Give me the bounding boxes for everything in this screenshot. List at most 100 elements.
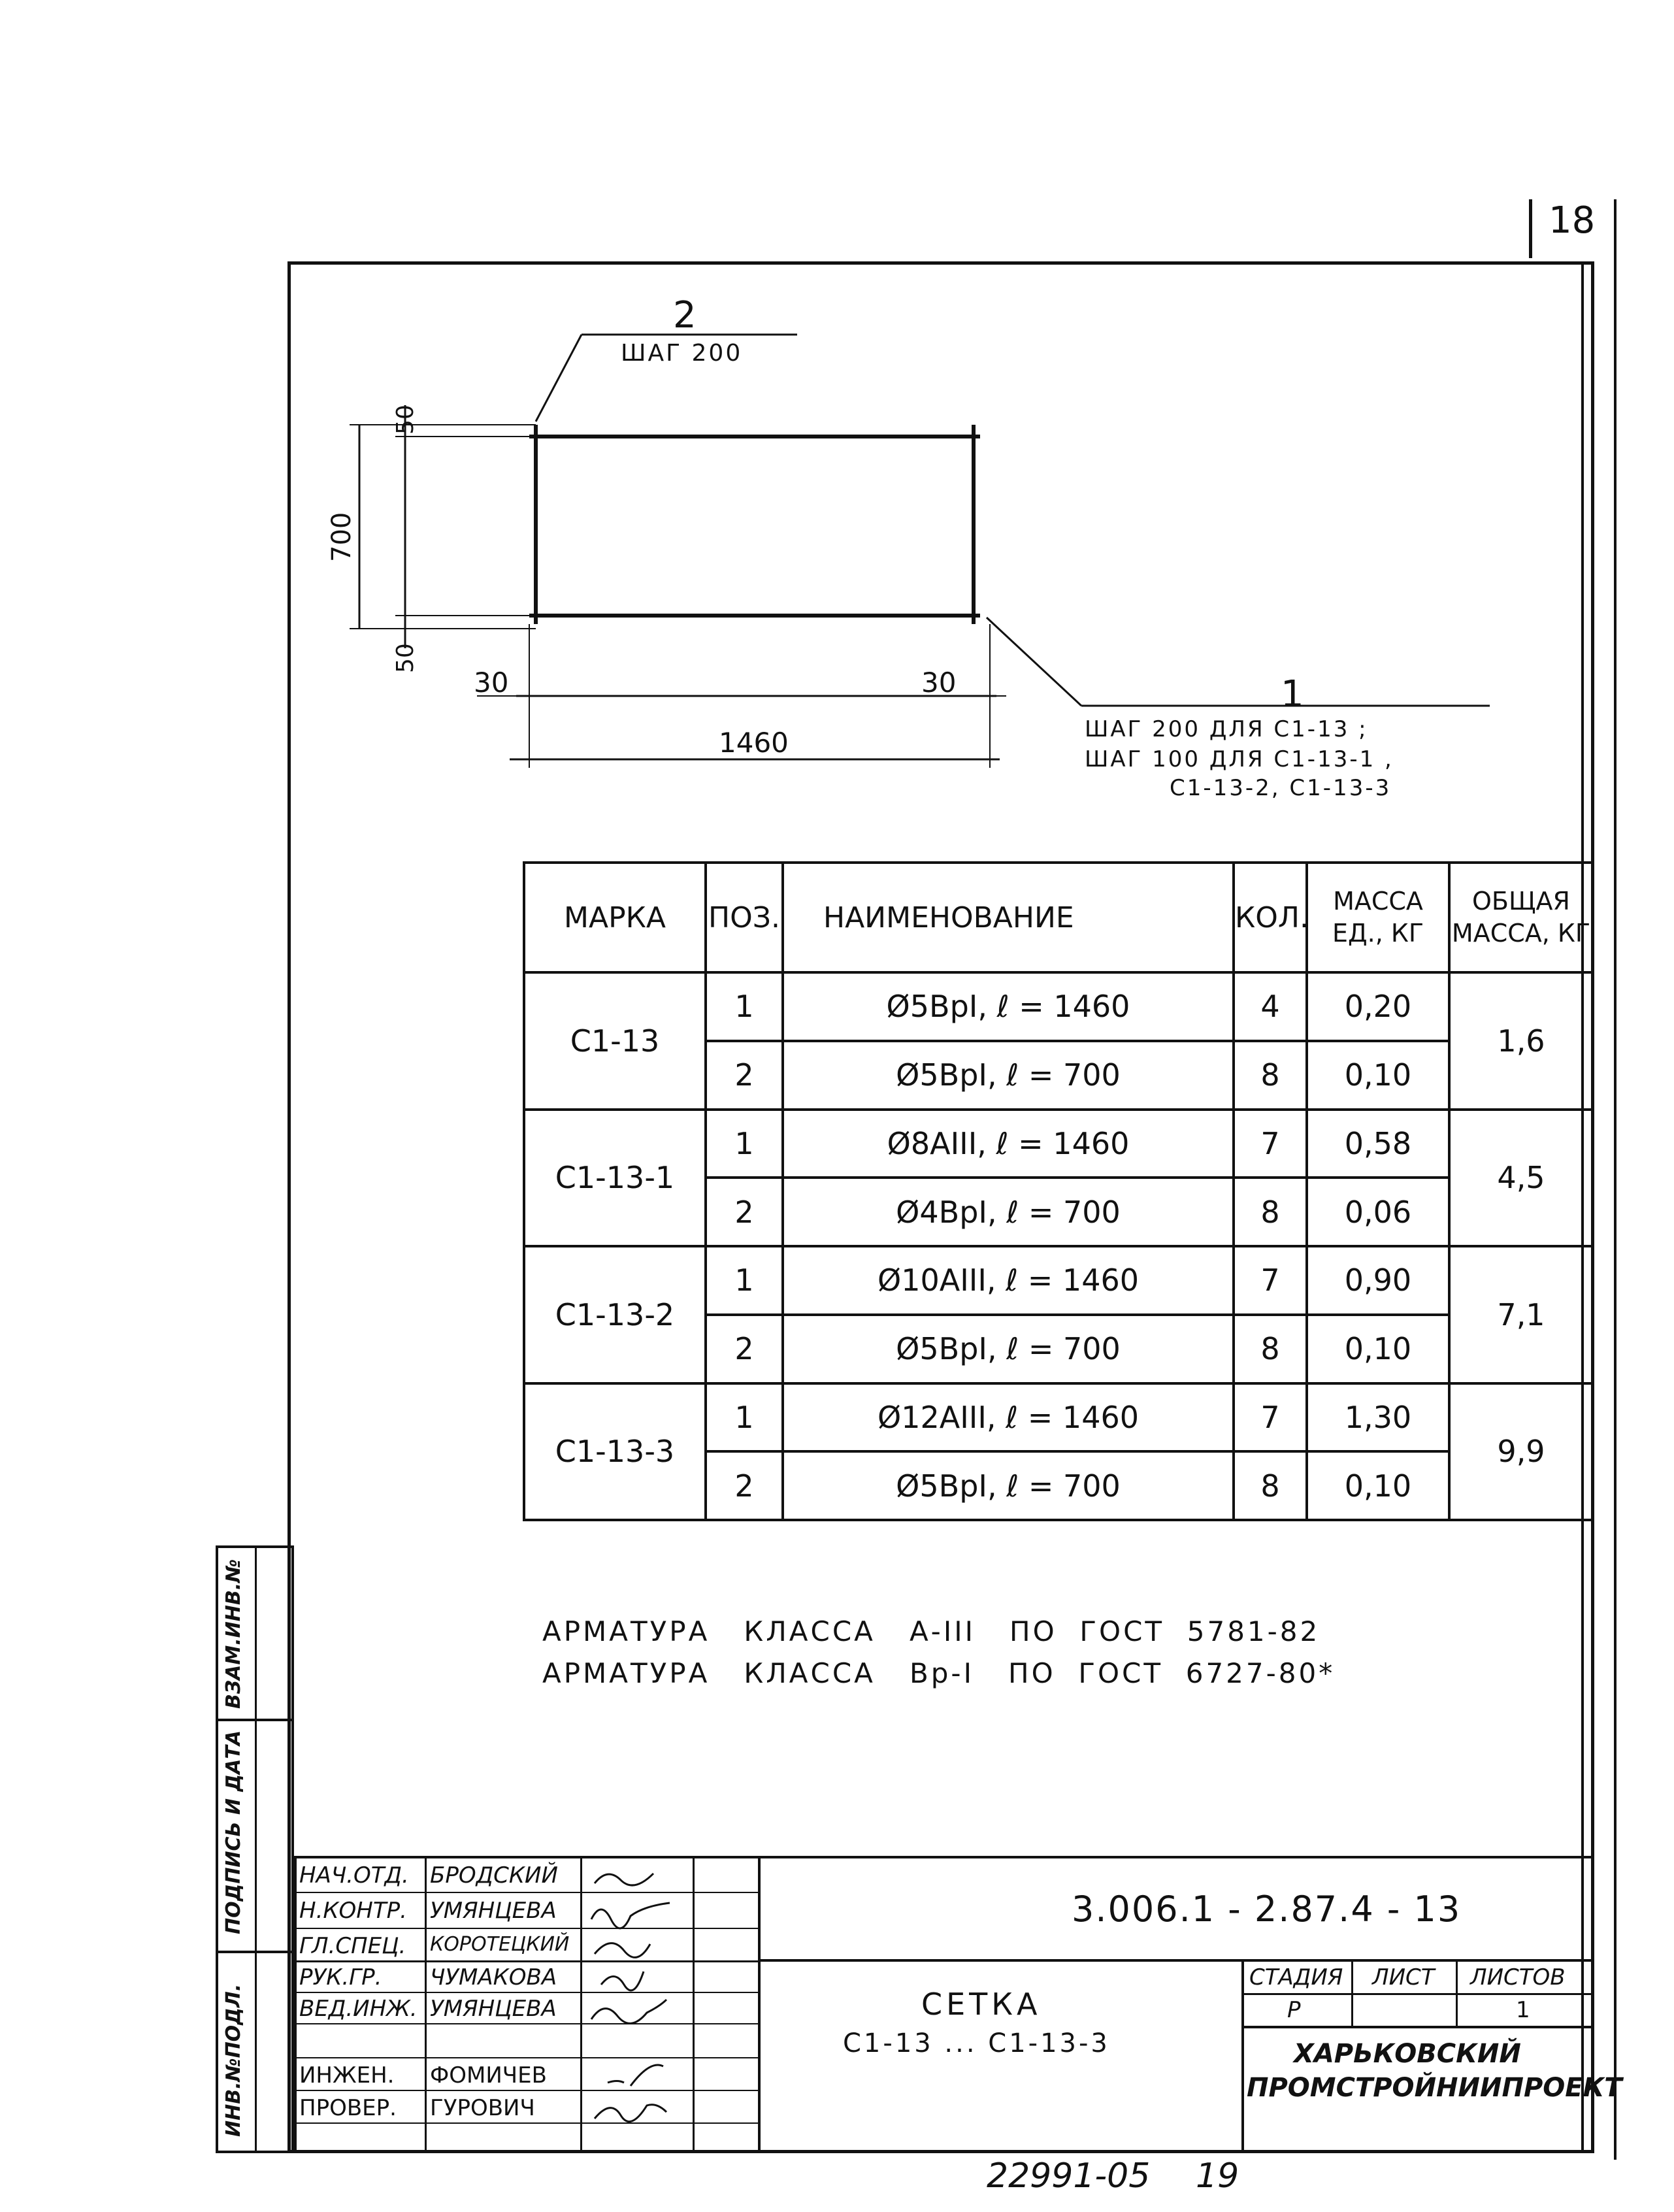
sig-row-line [294, 2023, 758, 2024]
cell-mass: 0,20 [1305, 971, 1451, 1042]
header-marka: МАРКА [523, 861, 707, 974]
header-poz: ПОЗ. [704, 861, 784, 974]
sig-role: ИНЖЕН. [299, 2062, 395, 2088]
sig-name: ГУРОВИЧ [430, 2095, 535, 2121]
sig-role: ГЛ.СПЕЦ. [299, 1933, 406, 1959]
cell-poz: 1 [704, 1245, 784, 1316]
table-row: 2 Ø4ВрI, ℓ = 700 8 0,06 [524, 1177, 1593, 1247]
stage-header: СТАДИЯ [1249, 1964, 1343, 1990]
dim-30-left: 30 [474, 667, 509, 699]
cell-name: Ø5ВрI, ℓ = 1460 [781, 971, 1235, 1042]
cell-marka: С1-13-1 [523, 1108, 707, 1247]
cell-name: Ø8АIII, ℓ = 1460 [781, 1108, 1235, 1180]
cell-total: 4,5 [1448, 1108, 1594, 1247]
cell-poz: 2 [704, 1451, 784, 1521]
cell-kol: 8 [1232, 1451, 1308, 1521]
table-row: С1-13-3 1 Ø12АIII, ℓ = 1460 7 1,30 9,9 [523, 1381, 1594, 1521]
tb-title-divider [1241, 1959, 1244, 2153]
cell-mass: 1,30 [1305, 1381, 1451, 1453]
pos1-label: 1 [1281, 673, 1304, 716]
pos1-note-line3: С1-13-2, С1-13-3 [1170, 775, 1392, 801]
sig-name: БРОДСКИЙ [430, 1862, 558, 1889]
title-block [294, 1856, 1594, 2153]
sig-name: УМЯНЦЕВА [430, 1996, 557, 2022]
sig-row-line [294, 2090, 758, 2091]
cell-mass: 0,10 [1305, 1313, 1451, 1385]
cell-mass: 0,90 [1305, 1245, 1451, 1316]
cell-mass: 0,10 [1305, 1451, 1451, 1521]
dim-1460: 1460 [719, 727, 789, 759]
right-outer-edge [1614, 199, 1617, 2160]
archive-number: 22991-05 [987, 2156, 1151, 2196]
table-row: С1-13-1 1 Ø8АIII, ℓ = 1460 7 0,58 4,5 [523, 1108, 1594, 1247]
table-row: 2 Ø5ВрI, ℓ = 700 8 0,10 [524, 1451, 1593, 1521]
cell-mass: 0,58 [1305, 1108, 1451, 1180]
table-row: 2 Ø5ВрI, ℓ = 700 8 0,10 [524, 1313, 1593, 1385]
sheet-header: ЛИСТ [1372, 1964, 1435, 1990]
cell-kol: 8 [1232, 1313, 1308, 1385]
sig-name: ФОМИЧЕВ [430, 2062, 547, 2088]
header-name: НАИМЕНОВАНИЕ [781, 861, 1235, 974]
pos2-note: ШАГ 200 [621, 340, 743, 367]
cell-marka: С1-13-3 [523, 1381, 707, 1521]
sig-row-line [294, 2122, 758, 2124]
sig-name: КОРОТЕЦКИЙ [430, 1933, 570, 1956]
sig-role: ПРОВЕР. [299, 2095, 397, 2121]
sig-role: РУК.ГР. [299, 1964, 382, 1990]
organization-line1: ХАРЬКОВСКИЙ [1294, 2039, 1521, 2069]
document-code: 3.006.1 - 2.87.4 - 13 [1072, 1889, 1462, 1930]
sig-row-line [294, 1928, 758, 1929]
sig-name: ЧУМАКОВА [430, 1964, 557, 1990]
sheets-value: 1 [1516, 1997, 1530, 2023]
cell-kol: 7 [1232, 1381, 1308, 1453]
drawing-title-line1: СЕТКА [921, 1987, 1042, 2022]
cell-name: Ø10АIII, ℓ = 1460 [781, 1245, 1235, 1316]
pos1-note-line1: ШАГ 200 ДЛЯ С1-13 ; [1085, 716, 1368, 742]
cell-marka: С1-13 [523, 971, 707, 1111]
table-row: 2 Ø5ВрI, ℓ = 700 8 0,10 [524, 1040, 1593, 1111]
cell-name: Ø12АIII, ℓ = 1460 [781, 1381, 1235, 1453]
drawing-title-line2: С1-13 ... С1-13-3 [843, 2028, 1110, 2058]
note-line-1: АРМАТУРА КЛАССА А-III ПО ГОСТ 5781-82 [542, 1615, 1321, 1647]
cell-name: Ø5ВрI, ℓ = 700 [781, 1451, 1235, 1521]
cell-poz: 1 [704, 1108, 784, 1180]
cell-name: Ø4ВрI, ℓ = 700 [781, 1177, 1235, 1247]
tb-stage-row [1241, 1993, 1594, 1995]
pos2-label: 2 [673, 294, 697, 337]
side-stamp-box1: ВЗАМ.ИНВ.№ [222, 1559, 245, 1709]
cell-total: 9,9 [1448, 1381, 1594, 1521]
sig-name: УМЯНЦЕВА [430, 1898, 557, 1924]
sheets-header: ЛИСТОВ [1470, 1964, 1566, 1990]
note-line-2: АРМАТУРА КЛАССА Вр-I ПО ГОСТ 6727-80* [542, 1657, 1336, 1689]
cell-poz: 2 [704, 1313, 784, 1385]
side-stamp-sep1 [216, 1719, 294, 1721]
sig-col-line3 [693, 1856, 695, 2153]
cell-mass: 0,06 [1305, 1177, 1451, 1247]
sig-row-line [294, 2057, 758, 2058]
cell-poz: 1 [704, 971, 784, 1042]
cell-kol: 7 [1232, 1108, 1308, 1180]
page-number: 18 [1549, 199, 1596, 242]
table-row: С1-13 1 Ø5ВрI, ℓ = 1460 4 0,20 1,6 [523, 971, 1594, 1111]
sig-role: ВЕД.ИНЖ. [299, 1996, 418, 2022]
tb-stage-col2 [1456, 1959, 1458, 2027]
header-kol: КОЛ. [1232, 861, 1309, 974]
cell-kol: 8 [1232, 1040, 1308, 1111]
cell-marka: С1-13-2 [523, 1245, 707, 1385]
side-stamp-sep2 [216, 1951, 294, 1953]
side-stamp-box2: ПОДПИСЬ И ДАТА [222, 1730, 245, 1934]
archive-sheet-ref: 19 [1196, 2156, 1239, 2196]
cell-name: Ø5ВрI, ℓ = 700 [781, 1313, 1235, 1385]
dim-50-top: 50 [392, 404, 419, 435]
sig-col-line1 [425, 1856, 427, 2153]
dim-700: 700 [327, 512, 357, 562]
cell-kol: 8 [1232, 1177, 1308, 1247]
mesh-drawing [350, 333, 1490, 768]
cell-total: 7,1 [1448, 1245, 1594, 1385]
sig-role: Н.КОНТР. [299, 1898, 407, 1924]
cell-poz: 1 [704, 1381, 784, 1453]
organization-line2: ПРОМСТРОЙНИИПРОЕКТ [1247, 2073, 1622, 2103]
